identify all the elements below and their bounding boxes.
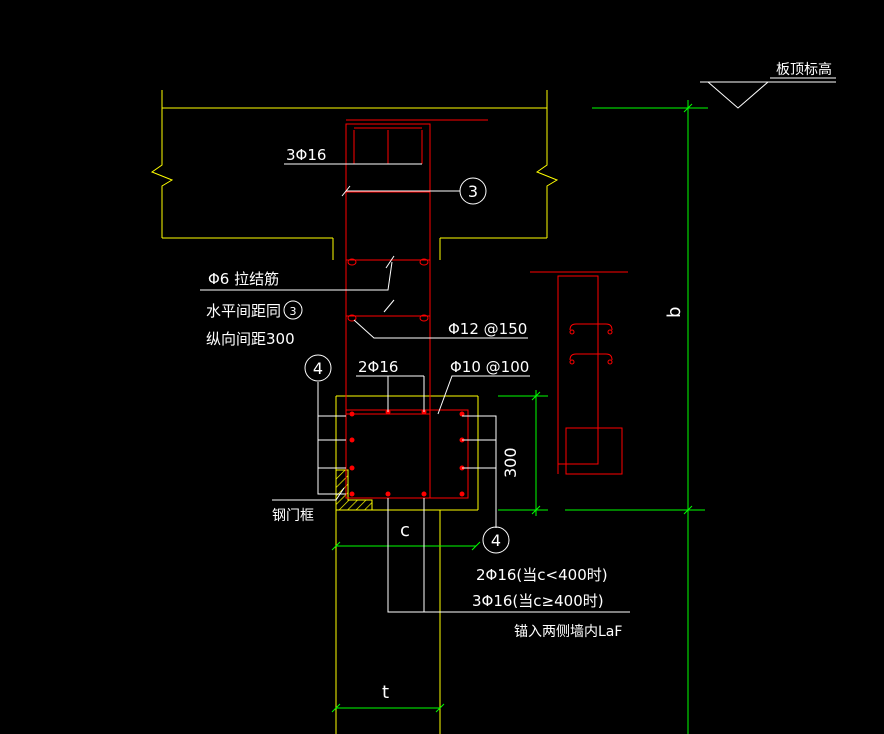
callout-circle-4-right: 4 bbox=[482, 526, 510, 554]
wall-outline bbox=[335, 395, 479, 734]
ref-mark-circle: 3 bbox=[283, 300, 303, 320]
dim-b-label: b bbox=[664, 307, 685, 318]
wall-stirrup-label: Φ12 @150 bbox=[448, 320, 527, 338]
callout-circle-3: 3 bbox=[459, 177, 487, 205]
tie-horizontal-label: 水平间距同 bbox=[206, 302, 281, 320]
bottom-bars-small-label: 2Φ16(当c<400时) bbox=[476, 566, 608, 584]
stirrup-side-detail bbox=[530, 271, 628, 475]
tie-vertical-label: 纵向间距300 bbox=[206, 330, 295, 348]
tie-bar-label: Φ6 拉结筋 bbox=[208, 270, 279, 288]
steel-door-frame-label: 钢门框 bbox=[272, 508, 314, 524]
beam-stirrup-label: Φ10 @100 bbox=[450, 358, 529, 376]
leader-lines bbox=[200, 77, 836, 613]
callout-3-text: 3 bbox=[468, 182, 478, 201]
steel-door-frame-hatch bbox=[335, 469, 373, 511]
dim-c-label: c bbox=[400, 520, 410, 541]
dim-300-label: 300 bbox=[501, 447, 520, 478]
slab-top-elevation-label: 板顶标高 bbox=[776, 61, 832, 78]
beam-bar-dots bbox=[349, 409, 465, 497]
callout-4-left-text: 4 bbox=[313, 359, 323, 378]
top-bars-label: 3Φ16 bbox=[286, 146, 326, 164]
dimension-lines bbox=[331, 100, 708, 734]
beam-bars-label: 2Φ16 bbox=[358, 358, 398, 376]
slab-outline bbox=[150, 90, 559, 260]
callout-4-right-text: 4 bbox=[491, 531, 501, 550]
ref-mark-text: 3 bbox=[290, 305, 297, 318]
tie-bars bbox=[347, 258, 429, 322]
callout-circle-4-left: 4 bbox=[304, 354, 332, 382]
beam-cage bbox=[345, 400, 469, 499]
dim-t-label: t bbox=[382, 682, 389, 703]
bottom-bars-large-label: 3Φ16(当c≥400时) bbox=[472, 592, 604, 610]
anchor-note-label: 锚入两侧墙内LaF bbox=[514, 624, 622, 640]
